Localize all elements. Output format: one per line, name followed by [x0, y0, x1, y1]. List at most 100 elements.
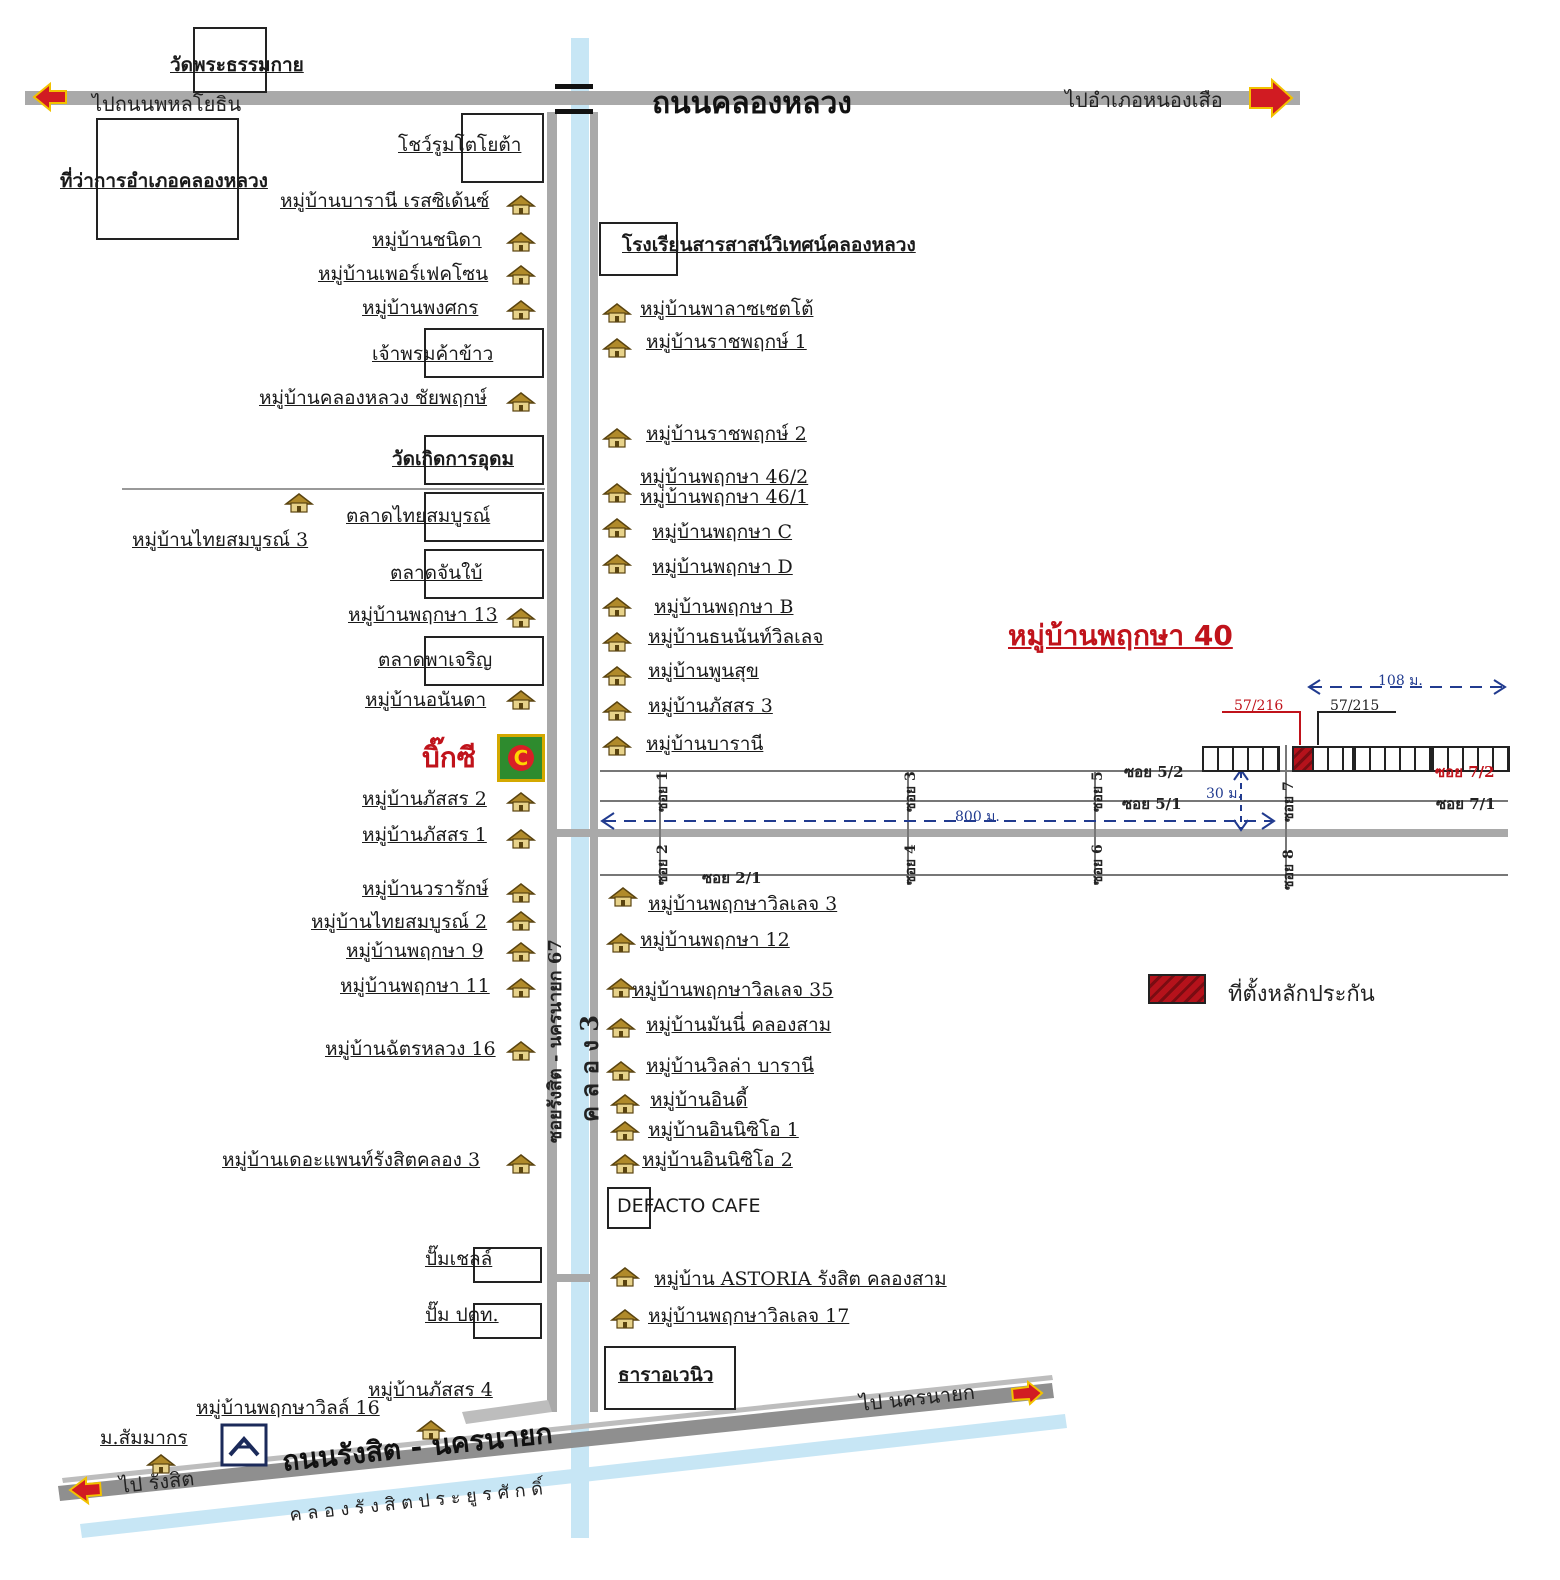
west-label: ม.สัมมากร [100, 1427, 188, 1449]
house-icon [505, 791, 537, 813]
west-label: หมู่บ้านพฤกษาวิลล์ 16 [196, 1397, 380, 1419]
distance-30: 30 ม. [1206, 786, 1242, 802]
soi-road-67 [547, 112, 557, 1412]
east-label: หมู่บ้านพฤกษา 46/1 [640, 486, 809, 508]
house-icon [601, 482, 633, 504]
east-label: หมู่บ้านบารานี [646, 733, 764, 755]
legend-swatch [1148, 974, 1206, 1004]
west-label: หมู่บ้านพงศกร [362, 297, 479, 319]
collateral-plot [1292, 746, 1314, 772]
soi-label: ซอย 7/1 [1436, 795, 1496, 813]
landmark-box [424, 435, 544, 485]
width-distance: 108 ม. [1378, 673, 1423, 689]
house-icon [505, 1153, 537, 1175]
east-label: หมู่บ้านมันนี่ คลองสาม [646, 1014, 832, 1036]
west-label: หมู่บ้านอนันดา [365, 689, 487, 711]
west-label: หมู่บ้านภัสสร 1 [362, 824, 487, 846]
west-label: หมู่บ้านพฤกษา 13 [348, 604, 498, 626]
soi-5-label: ซอย 5 [1090, 771, 1106, 812]
house-icon [145, 1453, 177, 1475]
sarasas-school-label: โรงเรียนสารสาสน์วิเทศน์คลองหลวง [622, 234, 916, 256]
house-icon [505, 391, 537, 413]
house-icon [505, 882, 537, 904]
landmark-box [473, 1303, 542, 1339]
house-icon [607, 886, 639, 908]
soi-3-label: ซอย 3 [903, 771, 919, 812]
house-icon [505, 828, 537, 850]
shell-station-label: ปั๊มเชลล์ [425, 1248, 493, 1270]
landmark-box [424, 328, 544, 378]
house-icon [601, 427, 633, 449]
soi-8-label: ซอย 8 [1281, 849, 1297, 890]
house-icon [609, 1266, 641, 1288]
soi-label: ซอย 5/2 [1124, 763, 1184, 781]
house-icon [605, 1060, 637, 1082]
landmark-box [473, 1247, 542, 1283]
big-c-logo: C [497, 734, 545, 782]
house-icon [601, 337, 633, 359]
toyota-showroom-label: โชว์รูมโตโยต้า [398, 134, 522, 156]
district-office-label: ที่ว่าการอำเภอคลองหลวง [60, 170, 268, 192]
to-nong-suea: ไปอำเภอหนองเสือ [1065, 88, 1223, 112]
east-label: หมู่บ้านพฤกษา B [654, 596, 794, 618]
house-icon [505, 607, 537, 629]
house-icon [283, 492, 315, 514]
legend-label: ที่ตั้งหลักประกัน [1228, 982, 1375, 1007]
office-icon [220, 1423, 268, 1467]
ptt-station-label: ปั๊ม ปตท. [425, 1304, 499, 1326]
soi-label: ซอย 5/1 [1122, 795, 1182, 813]
plot-row [1202, 746, 1280, 772]
west-label: ตลาดไทยสมบูรณ์ [346, 505, 491, 527]
defacto-cafe-label: DEFACTO CAFE [617, 1195, 761, 1217]
house-icon [505, 941, 537, 963]
east-label: หมู่บ้าน ASTORIA รังสิต คลองสาม [654, 1268, 947, 1290]
house-icon [605, 977, 637, 999]
house-icon [605, 932, 637, 954]
west-label: ตลาดจันใบ้ [390, 562, 483, 584]
west-label: หมู่บ้านเพอร์เฟคโซน [318, 263, 489, 285]
house-icon [505, 231, 537, 253]
top-road [25, 91, 1300, 105]
target-plot-number: 57/216 [1234, 698, 1284, 714]
east-label: หมู่บ้านอินนิซิโอ 1 [648, 1119, 799, 1141]
west-label: ตลาดพาเจริญ [378, 649, 493, 671]
thara-avenue-label: ธาราอเวนิว [618, 1364, 714, 1386]
east-label: หมู่บ้านภัสสร 3 [648, 695, 773, 717]
house-icon [609, 1120, 641, 1142]
big-c-label: บิ๊กซี [422, 741, 476, 774]
main-soi [598, 829, 1508, 837]
landmark-box [424, 492, 544, 542]
east-label: หมู่บ้านพูนสุข [648, 660, 759, 682]
landmark-box [424, 636, 544, 686]
landmark-box [599, 222, 678, 276]
landmark-box [193, 27, 267, 93]
soi-67-label: ซอยรังสิต - นครนายก 67 [545, 939, 566, 1143]
distance-800: 800 ม. [955, 809, 1000, 825]
house-icon [609, 1153, 641, 1175]
east-label: หมู่บ้านราชพฤกษ์ 2 [646, 423, 807, 445]
west-label: หมู่บ้านฉัตรหลวง 16 [325, 1038, 496, 1060]
east-label: หมู่บ้านพฤกษาวิลเลจ 3 [648, 893, 838, 915]
west-label: หมู่บ้านภัสสร 2 [362, 788, 487, 810]
house-icon [601, 631, 633, 653]
house-icon [601, 665, 633, 687]
soi-2-label: ซอย 2 [655, 844, 671, 885]
west-label: หมู่บ้านเดอะแพนท์รังสิตคลอง 3 [222, 1149, 481, 1171]
house-icon [609, 1308, 641, 1330]
east-label: หมู่บ้านพฤกษาวิลเลจ 17 [648, 1305, 850, 1327]
soi-label: ซอย 2/1 [702, 869, 762, 887]
house-icon [505, 264, 537, 286]
soi-7-label: ซอย 7 [1281, 781, 1297, 822]
east-label: หมู่บ้านอินดี้ [650, 1089, 748, 1111]
plot-row [1354, 746, 1432, 772]
west-label: หมู่บ้านภัสสร 4 [368, 1379, 493, 1401]
house-icon [605, 1017, 637, 1039]
house-icon [505, 977, 537, 999]
west-label: หมู่บ้านคลองหลวง ชัยพฤกษ์ [259, 387, 488, 409]
west-label: หมู่บ้านไทยสมบูรณ์ 3 [132, 529, 309, 551]
west-label: หมู่บ้านพฤกษา 11 [340, 975, 490, 997]
house-icon [601, 596, 633, 618]
landmark-box [96, 118, 239, 240]
landmark-box [461, 113, 544, 183]
